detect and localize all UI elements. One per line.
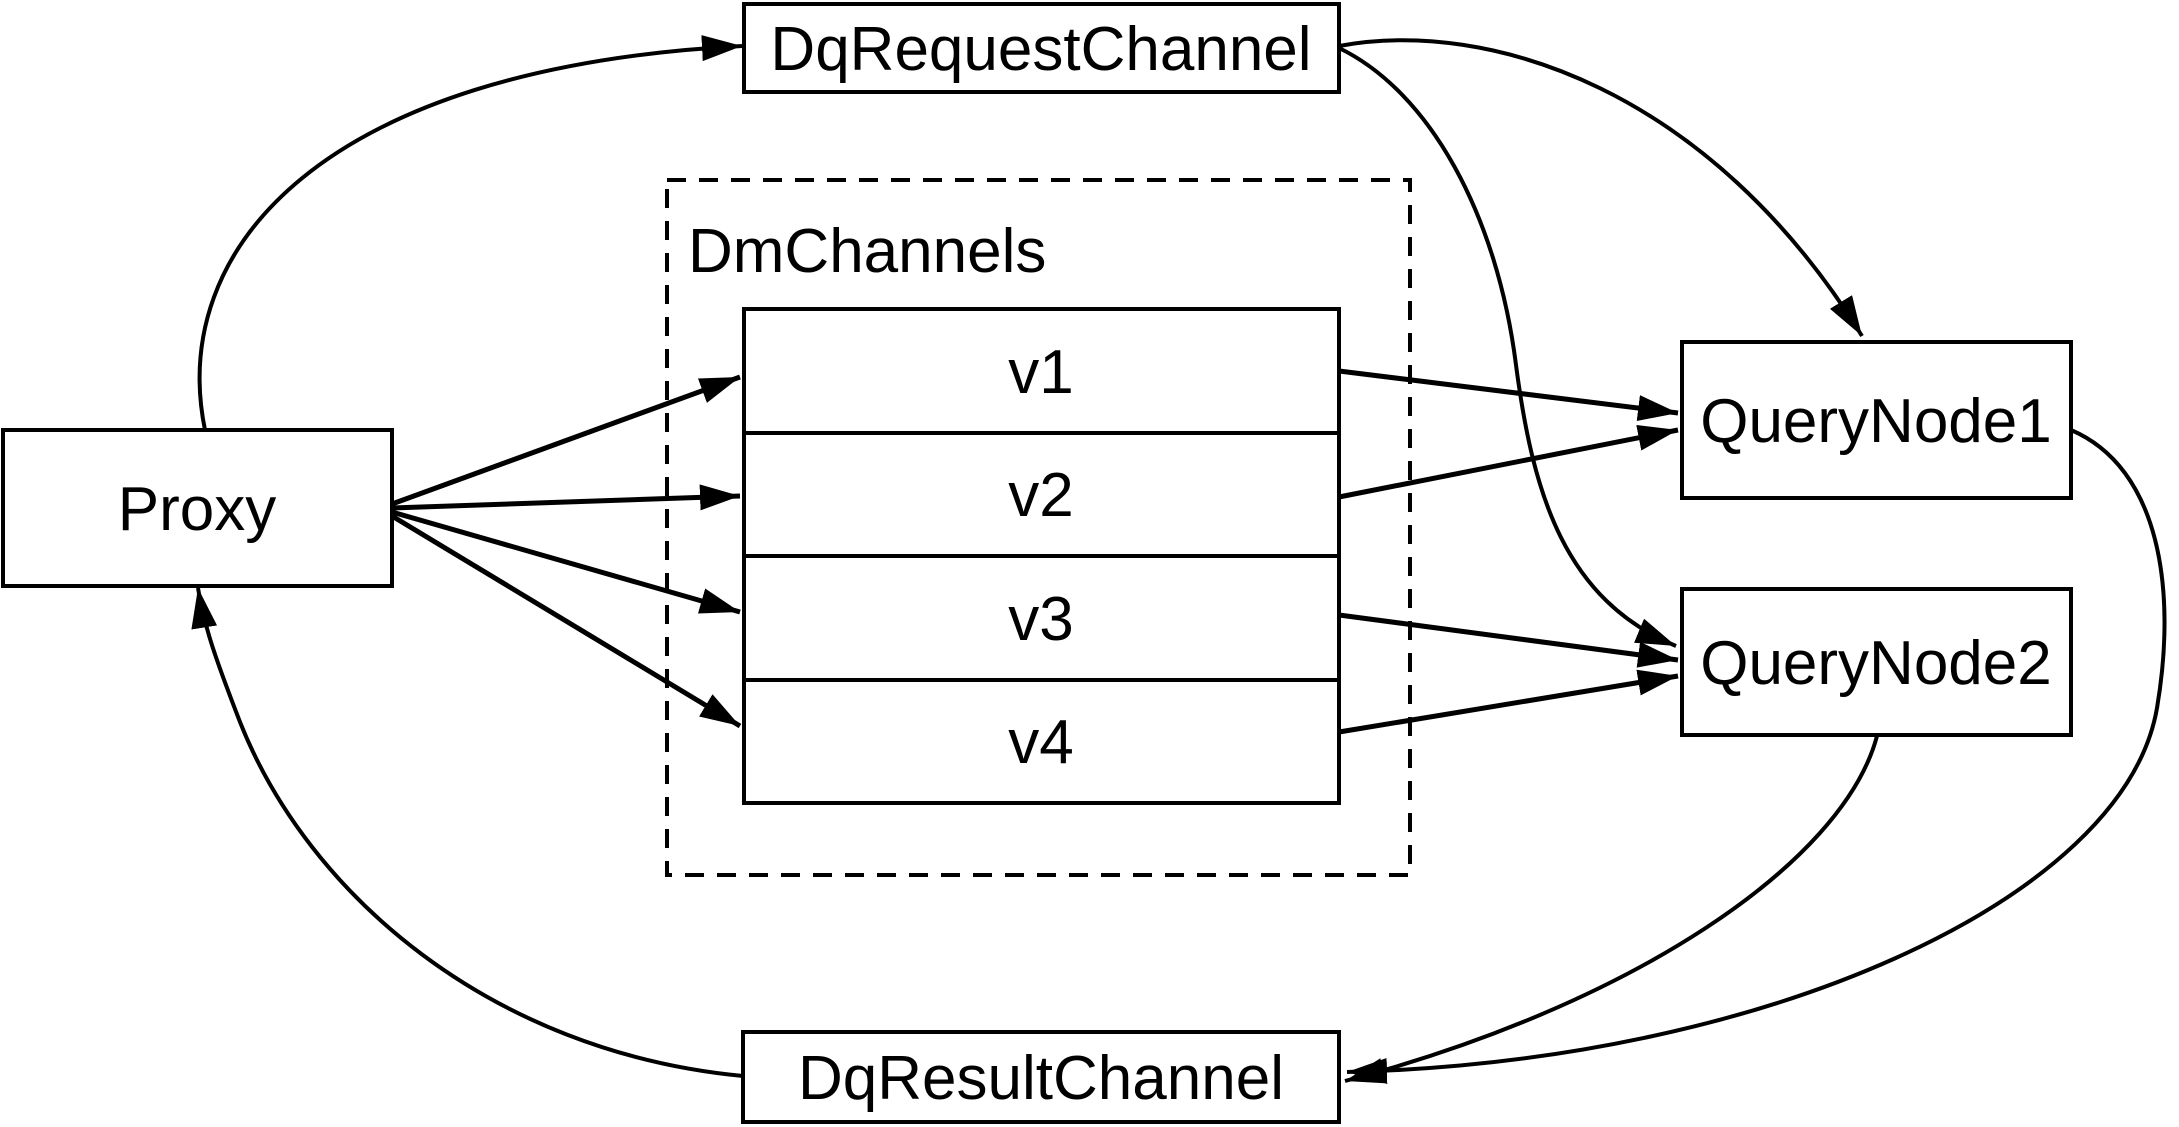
- edge-dqrequestchannel-to-querynode1: [1338, 38, 1864, 338]
- edge-querynode2-to-dqresultchannel: [1344, 735, 1879, 1084]
- dq-result-channel-node: DqResultChannel: [741, 1030, 1341, 1124]
- edge-proxy-to-v2: [391, 484, 741, 511]
- query-node-2: QueryNode2: [1680, 587, 2073, 737]
- channel-row-v2-label: v2: [1008, 461, 1073, 530]
- channel-row-v3-label: v3: [1008, 585, 1073, 654]
- dq-result-channel-box: [741, 1030, 1341, 1124]
- dq-request-channel-node: DqRequestChannel: [742, 2, 1341, 94]
- channel-row-v1-label: v1: [1008, 338, 1073, 407]
- dq-request-channel-box: [742, 2, 1341, 94]
- edge-proxy-to-dqrequestchannel: [197, 35, 743, 431]
- proxy-node: Proxy: [1, 428, 394, 588]
- dm-channels-group: DmChannels v1 v2 v3 v4: [665, 178, 1412, 877]
- query-node-2-box: [1680, 587, 2073, 737]
- query-node-1-label: QueryNode1: [1700, 387, 2052, 456]
- edge-dqrequestchannel-to-querynode2: [1338, 46, 1677, 648]
- proxy-box: [1, 428, 394, 588]
- edge-proxy-to-v1: [391, 374, 741, 507]
- edge-v4-to-querynode2: [1338, 669, 1679, 735]
- edge-v2-to-querynode1: [1338, 425, 1679, 500]
- dm-channels-group-label: DmChannels: [688, 217, 1046, 286]
- channel-row-v4-label: v4: [1008, 708, 1073, 777]
- dm-channels-dashed-border: [665, 178, 1412, 877]
- query-node-1-box: [1680, 340, 2073, 500]
- edge-v1-to-querynode1: [1338, 368, 1679, 421]
- edge-dqresultchannel-to-proxy: [191, 587, 744, 1078]
- edges-layer: [191, 35, 2167, 1085]
- proxy-label: Proxy: [118, 475, 276, 544]
- edge-proxy-to-v3: [391, 509, 741, 615]
- query-node-1: QueryNode1: [1680, 340, 2073, 500]
- dq-result-channel-label: DqResultChannel: [798, 1044, 1284, 1113]
- edge-v3-to-querynode2: [1338, 612, 1679, 668]
- query-node-2-label: QueryNode2: [1700, 629, 2052, 698]
- dq-request-channel-label: DqRequestChannel: [770, 15, 1311, 84]
- edge-proxy-to-v4: [390, 513, 742, 729]
- edge-querynode1-to-dqresultchannel: [1346, 428, 2167, 1085]
